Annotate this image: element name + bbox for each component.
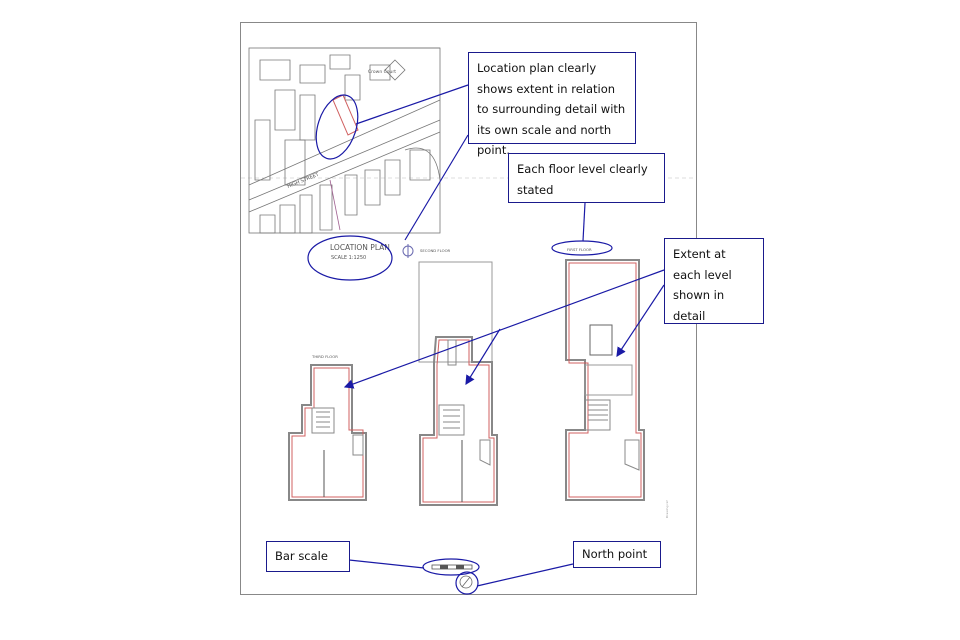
floor-label-first: FIRST FLOOR bbox=[567, 247, 592, 252]
bar-scale bbox=[431, 564, 473, 570]
location-plan-title: LOCATION PLAN bbox=[330, 243, 390, 252]
callout-floor-level: Each floor level clearly stated bbox=[508, 153, 665, 203]
callout-location-plan: Location plan clearly shows extent in re… bbox=[468, 52, 636, 157]
callout-bar-scale: Bar scale bbox=[266, 541, 350, 572]
north-point-icon bbox=[459, 575, 473, 589]
first-floor-plan: Drawing ref bbox=[565, 259, 669, 518]
location-map bbox=[248, 47, 441, 234]
callout-extent: Extent at each level shown in detail bbox=[664, 238, 764, 324]
building-label: Crown Court bbox=[368, 69, 396, 75]
second-floor-plan bbox=[418, 261, 498, 506]
location-plan-scale: SCALE 1:1250 bbox=[331, 255, 366, 261]
location-north-point-icon bbox=[402, 244, 414, 258]
annotation-marks bbox=[307, 84, 665, 595]
floor-label-third: THIRD FLOOR bbox=[311, 354, 338, 359]
callout-north-point: North point bbox=[573, 541, 661, 568]
floor-label-second: SECOND FLOOR bbox=[420, 248, 451, 253]
third-floor-plan bbox=[288, 364, 367, 501]
svg-text:Drawing ref: Drawing ref bbox=[665, 500, 669, 518]
